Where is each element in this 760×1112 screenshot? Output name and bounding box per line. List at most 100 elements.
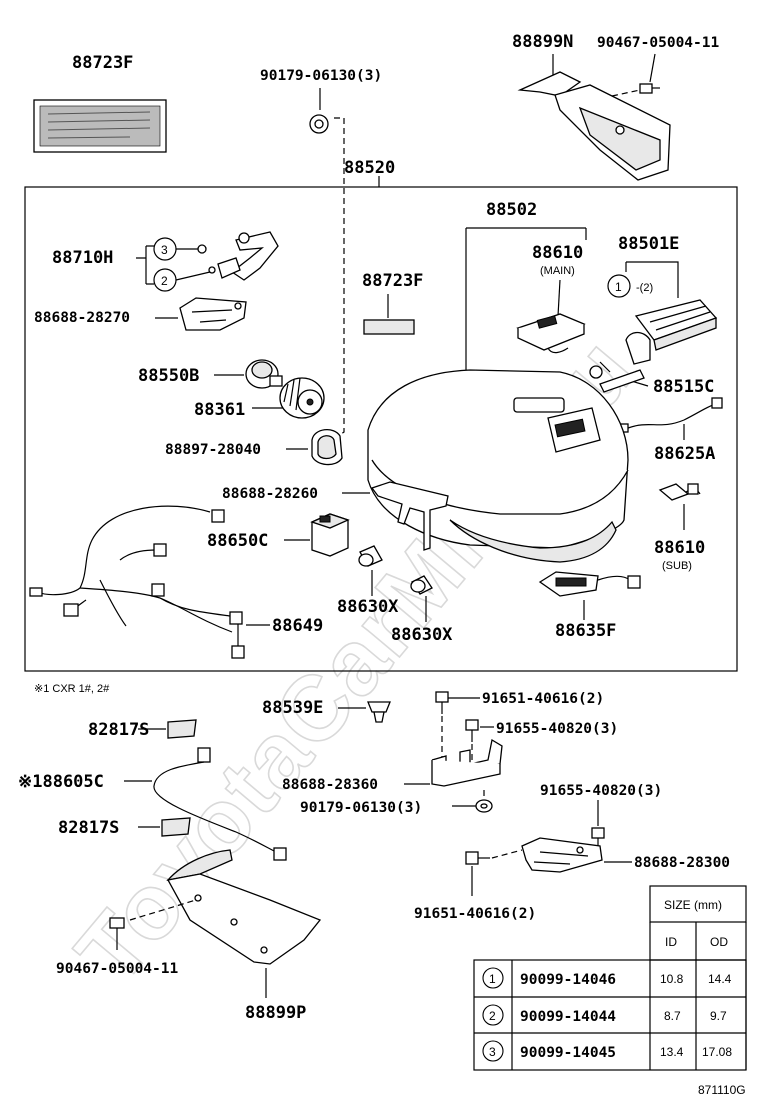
- label-88625A: 88625A: [654, 444, 715, 464]
- label-91651-bot: 91651-40616(2): [414, 906, 536, 922]
- wire-88605C-part: [153, 747, 287, 861]
- svg-text:1: 1: [615, 280, 622, 294]
- label-88605C: ※188605C: [18, 772, 104, 792]
- table-row-id: 10.8: [660, 972, 684, 986]
- bracket-88710H: [136, 245, 154, 285]
- leader-88610-main: [557, 279, 561, 317]
- label-88897-28040: 88897-28040: [165, 442, 261, 458]
- table-row-od: 17.08: [702, 1045, 732, 1059]
- label-88723F-top: 88723F: [72, 53, 133, 73]
- diagram-code: 871110G: [698, 1083, 746, 1097]
- size-table-col-id: ID: [665, 935, 677, 949]
- table-row-id: 13.4: [660, 1045, 684, 1059]
- handle-88501E-part: [625, 299, 718, 365]
- label-91655-top: 91655-40820(3): [496, 721, 618, 737]
- note-main: (MAIN): [540, 265, 575, 277]
- label-90179-top: 90179-06130(3): [260, 68, 382, 84]
- screw-part-bottom: [109, 917, 125, 950]
- table-mark-circle: [482, 967, 504, 989]
- module-88650C-part: [310, 513, 350, 557]
- filter-88361-part: [279, 377, 325, 419]
- dashed-line-90467-bot: [129, 899, 197, 921]
- label-88361: 88361: [194, 400, 245, 420]
- label-82817S-top: 82817S: [88, 720, 149, 740]
- hose-88710H-part: [197, 231, 279, 281]
- table-row-mark: 1: [489, 972, 496, 986]
- table-mark-circle: [482, 1004, 504, 1026]
- table-row-part: 90099-14044: [520, 1009, 616, 1025]
- label-88649: 88649: [272, 616, 323, 636]
- grommet-88897-part: [311, 429, 343, 466]
- bulb-88630X-1-part: [358, 545, 383, 567]
- callout-2-top: 2: [153, 268, 177, 292]
- warning-label-part: [33, 99, 167, 153]
- label-88688-28270: 88688-28270: [34, 310, 130, 326]
- bracket-88688-28300-part: [521, 837, 603, 873]
- callout-3-top: 3: [153, 237, 177, 261]
- switch-88610-sub-part: [658, 483, 701, 501]
- bulb-88630X-2-part: [410, 575, 433, 595]
- label-88650C: 88650C: [207, 531, 268, 551]
- label-88515C: 88515C: [653, 377, 714, 397]
- cover-88899N-part: [517, 71, 671, 181]
- label-sticker-mid-part: [363, 319, 415, 335]
- actuator-88550B-part: [245, 359, 283, 389]
- label-82817S-bot: 82817S: [58, 818, 119, 838]
- dashed-line-screw-top: [611, 89, 641, 97]
- note-cxr: ※1 CXR 1#, 2#: [34, 683, 110, 695]
- bracket-88688-28270-part: [179, 297, 247, 331]
- wire-harness-88649-part: [29, 505, 245, 659]
- label-88501E: 88501E: [618, 234, 679, 254]
- table-row-mark: 3: [489, 1045, 496, 1059]
- size-table: SIZE (mm) ID OD 1 90099-14046 10.8 14.4 …: [473, 885, 747, 1071]
- label-88723F-mid: 88723F: [362, 271, 423, 291]
- group-frame-88520: [24, 186, 738, 672]
- nut-part-top: [309, 114, 329, 134]
- table-row-part: 90099-14045: [520, 1045, 616, 1061]
- label-88610-sub: 88610: [654, 538, 705, 558]
- bolt-91655-top-part: [465, 719, 479, 742]
- note-sub: (SUB): [662, 560, 692, 572]
- cover-88899P-part: [166, 849, 322, 965]
- tape-82817S-top-part: [167, 719, 197, 739]
- leader-90467-top: [649, 53, 656, 83]
- size-table-title: SIZE (mm): [664, 898, 722, 912]
- lamp-88635F-part: [538, 571, 641, 597]
- label-90467-bot: 90467-05004-11: [56, 961, 178, 977]
- label-88539E: 88539E: [262, 698, 323, 718]
- label-88899P: 88899P: [245, 1003, 306, 1023]
- table-row-od: 14.4: [708, 972, 732, 986]
- label-90467-top: 90467-05004-11: [597, 35, 719, 51]
- bracket-88688-28260-part: [370, 481, 449, 551]
- label-91651-top: 91651-40616(2): [482, 691, 604, 707]
- bolt-91651-top-part: [435, 691, 449, 714]
- table-row-part: 90099-14046: [520, 972, 616, 988]
- svg-text:3: 3: [161, 243, 168, 257]
- label-88635F: 88635F: [555, 621, 616, 641]
- bracket-88501E: [625, 261, 679, 298]
- callout-1-top: 1: [607, 274, 631, 298]
- label-91655-bot: 91655-40820(3): [540, 783, 662, 799]
- label-88610-main: 88610: [532, 243, 583, 263]
- table-row-od: 9.7: [710, 1009, 727, 1023]
- label-88688-28260: 88688-28260: [222, 486, 318, 502]
- rod-88515C-part: [589, 361, 645, 393]
- table-row-mark: 2: [489, 1009, 496, 1023]
- tape-82817S-bot-part: [161, 817, 191, 837]
- label-88899N: 88899N: [512, 32, 573, 52]
- leader-callout-2: [175, 271, 211, 281]
- bracket-88688-28360-part: [431, 738, 503, 787]
- table-row-id: 8.7: [664, 1009, 681, 1023]
- nut-part-bottom: [475, 799, 493, 813]
- label-88688-28360: 88688-28360: [282, 777, 378, 793]
- label-90179-bot: 90179-06130(3): [300, 800, 422, 816]
- bolt-91651-bot-part: [465, 851, 490, 865]
- table-mark-circle: [482, 1040, 504, 1062]
- dashed-line-91651-bot: [491, 849, 523, 859]
- label-88688-28300: 88688-28300: [634, 855, 730, 871]
- switch-88610-main-part: [516, 313, 586, 354]
- screw-part-top: [639, 83, 660, 94]
- qty-callout-1: -(2): [636, 282, 653, 294]
- clip-88539E-part: [367, 701, 391, 723]
